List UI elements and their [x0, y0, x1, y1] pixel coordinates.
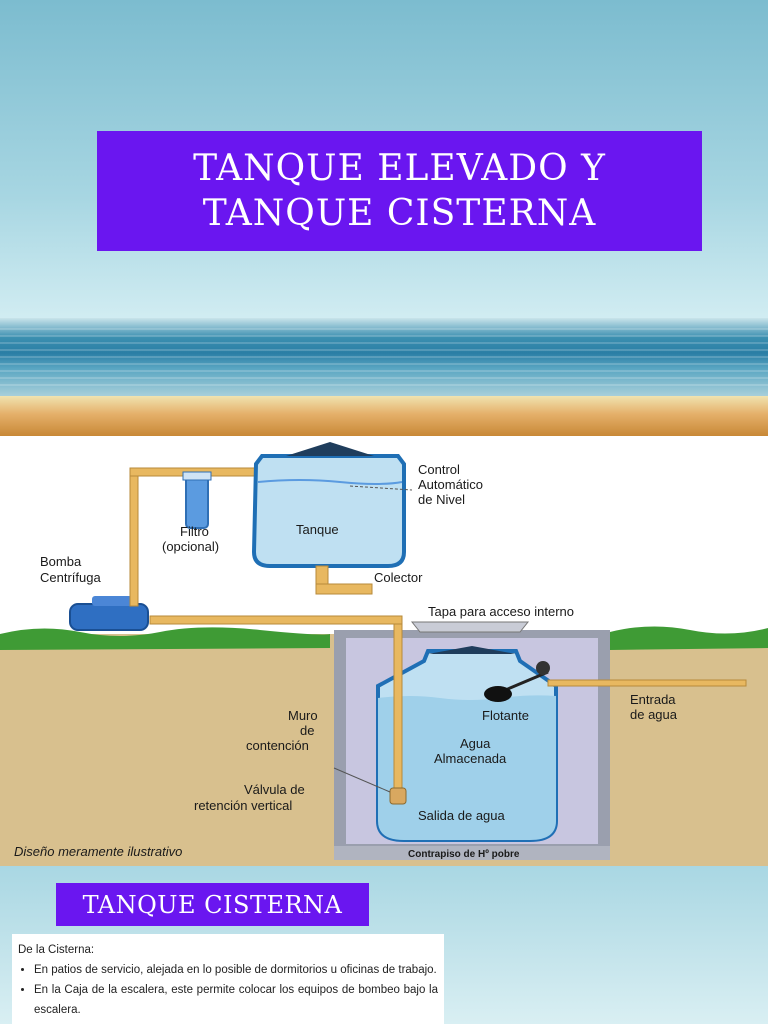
- elevated-tank-lid: [286, 442, 374, 456]
- riser-pipe: [129, 471, 139, 607]
- label-valvula-1: Válvula de: [244, 782, 305, 797]
- label-muro-2: de: [300, 723, 314, 738]
- label-agua-2: Almacenada: [434, 751, 507, 766]
- notes-list: En patios de servicio, alejada en lo pos…: [18, 960, 438, 1020]
- filter-cap: [182, 471, 212, 481]
- label-filtro-1: Filtro: [180, 524, 209, 539]
- notes-item: En la Caja de la escalera, este permite …: [34, 980, 438, 1020]
- pump-line: [149, 615, 403, 625]
- contrapiso-slab: [334, 846, 610, 860]
- collector-manifold: [315, 583, 373, 595]
- diagram-svg: Control Automático de Nivel Tanque Filtr…: [0, 442, 768, 866]
- label-filtro-2: (opcional): [162, 539, 219, 554]
- slide-title: TANQUE ELEVADO Y TANQUE CISTERNA: [193, 148, 606, 234]
- label-flotante: Flotante: [482, 708, 529, 723]
- check-valve: [389, 787, 407, 805]
- label-valvula-2: retención vertical: [194, 798, 292, 813]
- label-contrapiso: Contrapiso de Hº pobre: [408, 849, 520, 860]
- tank-lid-cap: [428, 646, 516, 654]
- notes-panel: De la Cisterna: En patios de servicio, a…: [12, 934, 444, 1024]
- grass-right: [610, 626, 768, 650]
- label-tapa: Tapa para acceso interno: [428, 604, 574, 619]
- label-entrada-2: de agua: [630, 707, 678, 722]
- label-muro-1: Muro: [288, 708, 318, 723]
- notes-item: En patios de servicio, alejada en lo pos…: [34, 960, 438, 980]
- label-entrada-1: Entrada: [630, 692, 676, 707]
- access-lid: [410, 621, 530, 633]
- sea-waves: [0, 328, 768, 388]
- pump-head: [92, 596, 132, 606]
- elevated-tank: [251, 454, 406, 568]
- label-salida: Salida de agua: [418, 808, 506, 823]
- label-bomba-1: Bomba: [40, 554, 82, 569]
- label-muro-3: contención: [246, 738, 309, 753]
- label-control-3: de Nivel: [418, 492, 465, 507]
- label-control-2: Automático: [418, 477, 483, 492]
- title-banner: TANQUE ELEVADO Y TANQUE CISTERNA: [97, 131, 702, 251]
- suction-pipe: [393, 621, 403, 791]
- cistern-diagram: Control Automático de Nivel Tanque Filtr…: [0, 436, 768, 866]
- beach-band: [0, 396, 768, 436]
- float-valve-head: [536, 661, 550, 675]
- float-ball: [484, 686, 512, 702]
- grass-left: [0, 627, 330, 650]
- label-control-1: Control: [418, 462, 460, 477]
- section-title-banner: TANQUE CISTERNA: [56, 883, 369, 926]
- leader-valve: [333, 767, 391, 793]
- leader-control: [349, 485, 413, 491]
- label-agua-1: Agua: [460, 736, 491, 751]
- section-title: TANQUE CISTERNA: [82, 890, 343, 919]
- elevated-water-line: [257, 479, 403, 485]
- label-tanque: Tanque: [296, 522, 339, 537]
- notes-heading: De la Cisterna:: [18, 944, 95, 956]
- label-bomba-2: Centrífuga: [40, 570, 101, 585]
- label-colector: Colector: [374, 570, 423, 585]
- filter: [185, 475, 209, 529]
- inlet-pipe: [547, 679, 747, 687]
- stored-water: [378, 695, 556, 840]
- sea-band: [0, 318, 768, 396]
- label-disclaimer: Diseño meramente ilustrativo: [14, 844, 182, 859]
- centrifugal-pump: [69, 603, 149, 631]
